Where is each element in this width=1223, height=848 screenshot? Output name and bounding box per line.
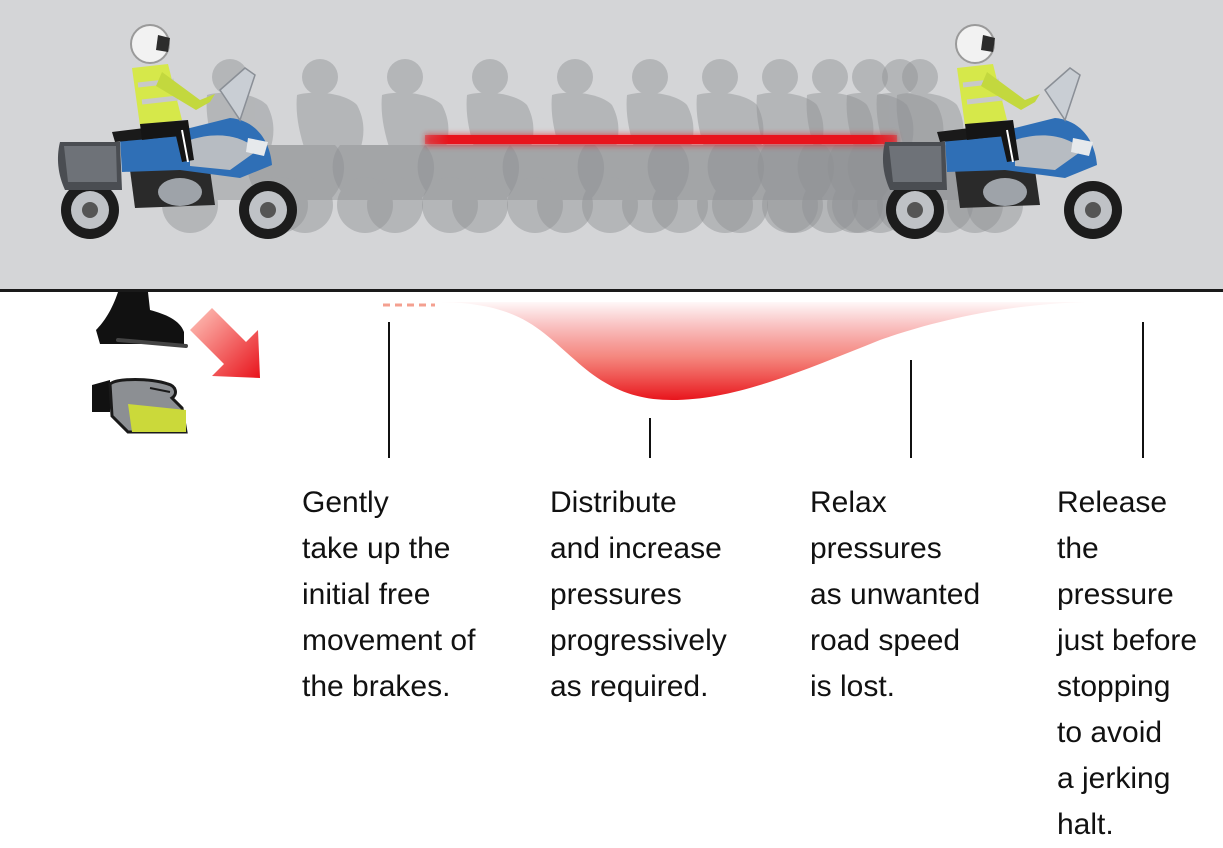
- brake-pressure-curve: [435, 302, 1085, 400]
- glove-icon: [92, 378, 188, 434]
- boot-icon: [96, 292, 188, 348]
- step-label-relax-pressure: Relax pressures as unwanted road speed i…: [810, 486, 981, 703]
- road-edge-line: [0, 289, 1223, 292]
- braking-line: [425, 135, 897, 144]
- arrow-icon: [190, 308, 260, 378]
- step-label-take-up-free-movement: Gently take up the initial free movement…: [302, 486, 476, 703]
- step-label-increase-pressure: Distribute and increase pressures progre…: [550, 486, 727, 703]
- step-label-release-pressure: Release the pressure just before stoppin…: [1057, 486, 1198, 841]
